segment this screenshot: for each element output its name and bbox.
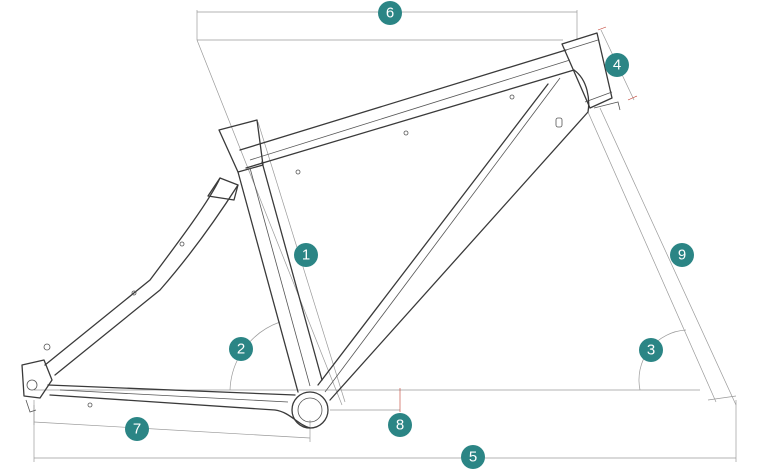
dim-line-4-tick-top [597, 26, 607, 31]
svg-text:1: 1 [302, 247, 310, 264]
badge-2: 2 [229, 337, 253, 361]
cable-port [555, 117, 563, 128]
badge-6: 6 [378, 1, 402, 25]
svg-text:3: 3 [647, 342, 655, 359]
seat-stay-bridge [207, 177, 239, 201]
dim-line-7 [33, 421, 311, 439]
seat-axis-line [196, 39, 343, 406]
chain-stay-upper [47, 384, 296, 396]
chain-stay-lower [49, 394, 311, 429]
svg-text:6: 6 [386, 5, 394, 22]
badge-9: 9 [670, 243, 694, 267]
badges: 6 4 1 9 2 3 8 7 [125, 1, 694, 469]
seat-tube-right [261, 161, 323, 381]
badge-1: 1 [294, 243, 318, 267]
top-tube-upper [239, 49, 567, 151]
svg-text:4: 4 [613, 57, 621, 74]
fork-axis-line [587, 111, 717, 403]
seat-tube-left [237, 171, 299, 393]
seat-stay-lower [54, 184, 239, 376]
rear-dropout [21, 359, 53, 399]
seat-tube-top [218, 119, 264, 173]
dim-line-4-tick-bottom [627, 95, 638, 101]
fork-axis-cap [707, 395, 737, 401]
down-tube-lower [317, 83, 549, 386]
badge-7: 7 [125, 417, 149, 441]
svg-text:5: 5 [469, 449, 477, 466]
dimension-lines [33, 10, 737, 462]
svg-text:7: 7 [133, 421, 141, 438]
badge-4: 4 [605, 53, 629, 77]
rear-axle [26, 379, 38, 391]
svg-text:2: 2 [237, 341, 245, 358]
svg-text:8: 8 [396, 417, 404, 434]
dim-line-9 [599, 107, 737, 406]
svg-text:9: 9 [678, 247, 686, 264]
down-tube-upper [329, 69, 590, 401]
head-tube [561, 32, 613, 109]
bike-frame [21, 32, 621, 429]
badge-5: 5 [461, 445, 485, 469]
top-tube-lower [245, 69, 575, 169]
badge-3: 3 [639, 338, 663, 362]
bottom-bracket [291, 391, 329, 429]
badge-8: 8 [388, 413, 412, 437]
seat-stay-upper [44, 177, 221, 366]
